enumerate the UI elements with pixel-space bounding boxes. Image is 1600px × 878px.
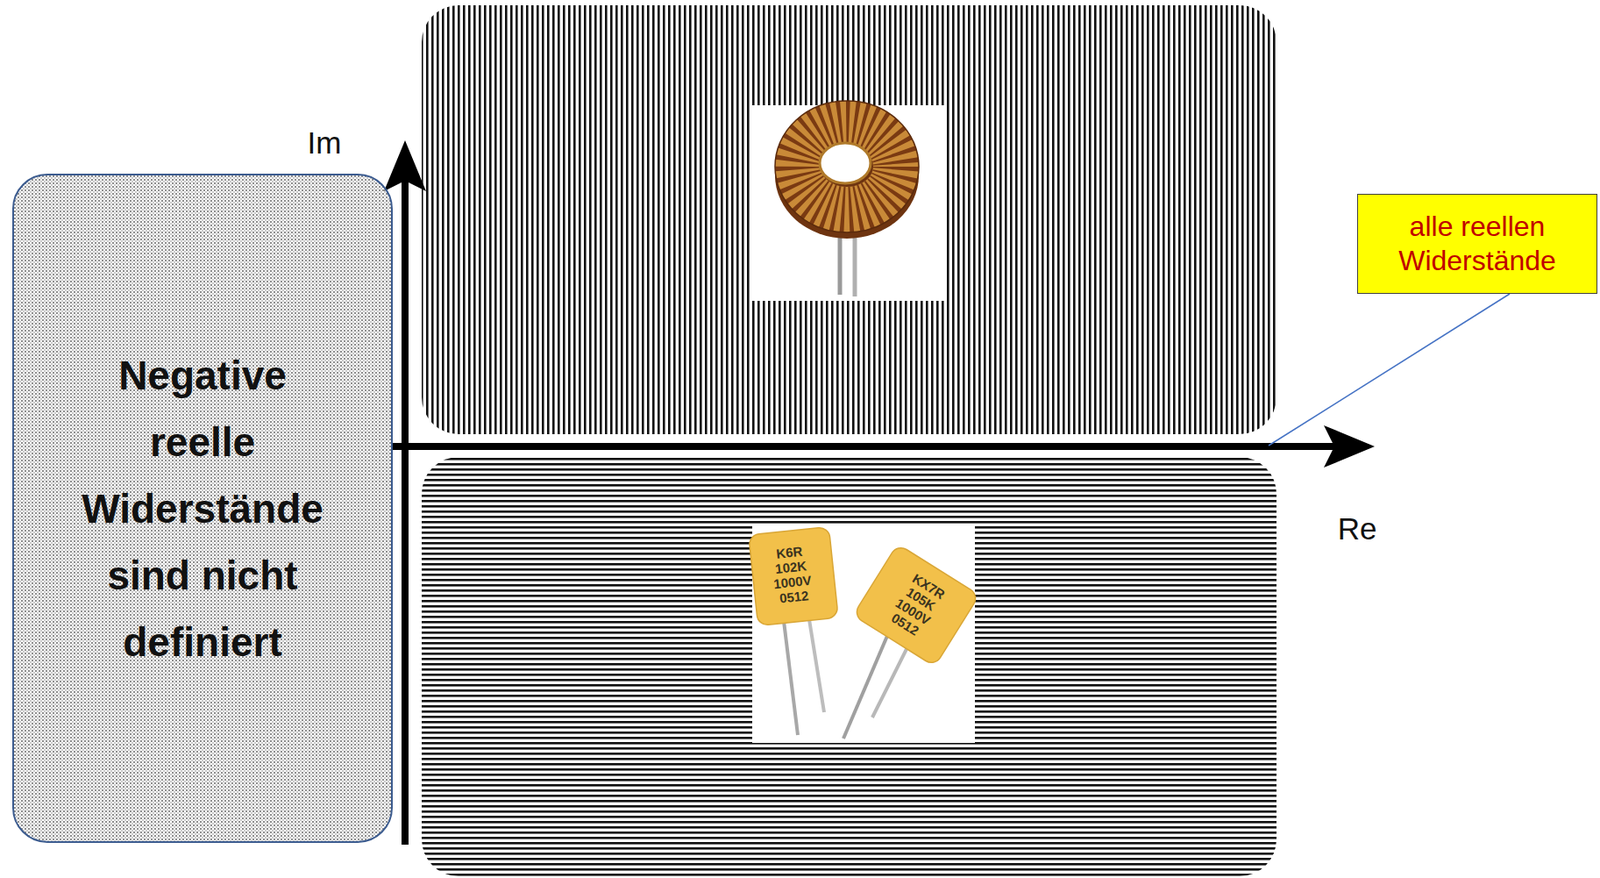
toroid-hole [819, 142, 871, 184]
axis-label: Im [307, 125, 342, 161]
capacitor-lead [782, 613, 798, 735]
negative-region-box: Negative reelle Widerstände sind nicht d… [12, 173, 393, 843]
imaginary-axis [401, 175, 409, 845]
capacitor-lead [808, 613, 825, 712]
real-axis [391, 442, 1342, 450]
axes [384, 140, 1375, 845]
inductive-region [421, 5, 1277, 434]
toroid-outline [775, 100, 919, 233]
leader-line [1268, 293, 1510, 446]
callout-box: alle reellen Widerstände [1357, 193, 1598, 294]
capacitor-body [853, 543, 980, 667]
ceramic-capacitors [748, 526, 980, 739]
toroid-winding [797, 123, 896, 210]
toroid-inductor [775, 100, 919, 297]
capacitor-lead [872, 647, 908, 718]
capacitor-lead [843, 635, 888, 739]
photo-frame [750, 105, 945, 301]
capacitive-region [421, 456, 1277, 876]
node-text: Negative reelle Widerstände sind nicht d… [71, 341, 335, 676]
axis-label: Re [1337, 511, 1378, 547]
toroid-shadow [775, 112, 919, 239]
dotted-area [13, 174, 392, 842]
capacitor-body [748, 526, 839, 626]
axis-arrowhead [1323, 425, 1375, 468]
node-text: alle reellen Widerstände [1358, 209, 1597, 278]
capacitor-marking: K6R 102K 1000V 0512 [769, 542, 814, 606]
toroid-core [797, 123, 896, 210]
axis-arrowhead [384, 140, 427, 192]
